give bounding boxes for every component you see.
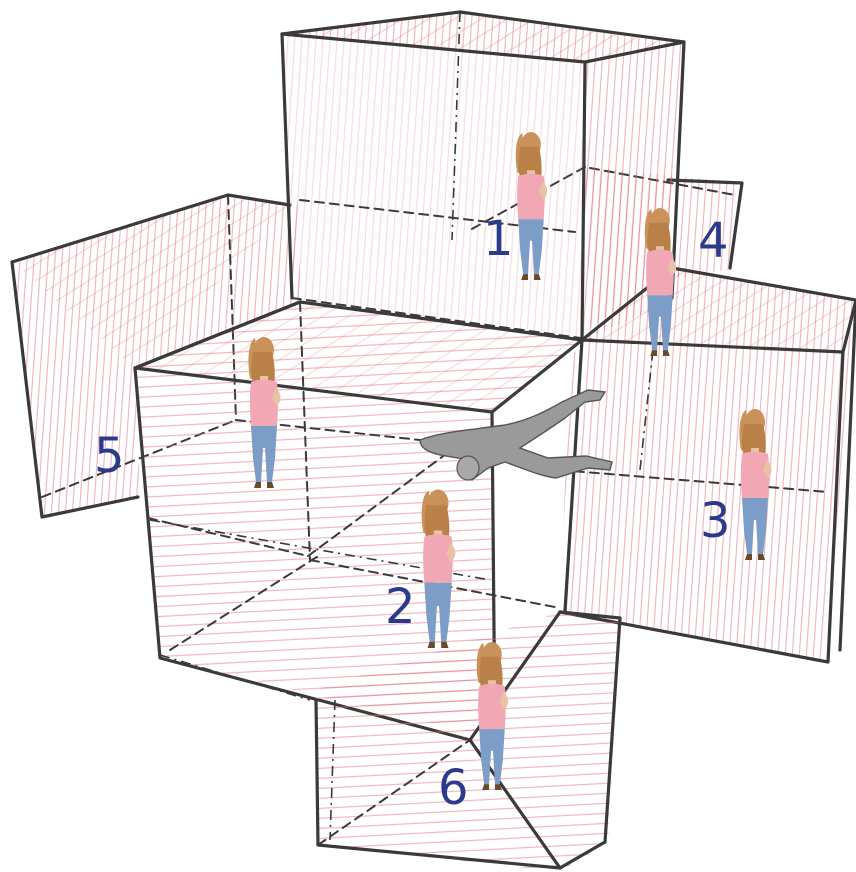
room-label-1: 1 [483, 211, 514, 267]
room-label-4: 4 [698, 213, 729, 269]
room-label-3: 3 [700, 493, 731, 549]
room-label-2: 2 [385, 579, 416, 635]
room-label-6: 6 [438, 760, 469, 816]
cube-1 [282, 12, 684, 340]
room-label-5: 5 [94, 428, 125, 484]
